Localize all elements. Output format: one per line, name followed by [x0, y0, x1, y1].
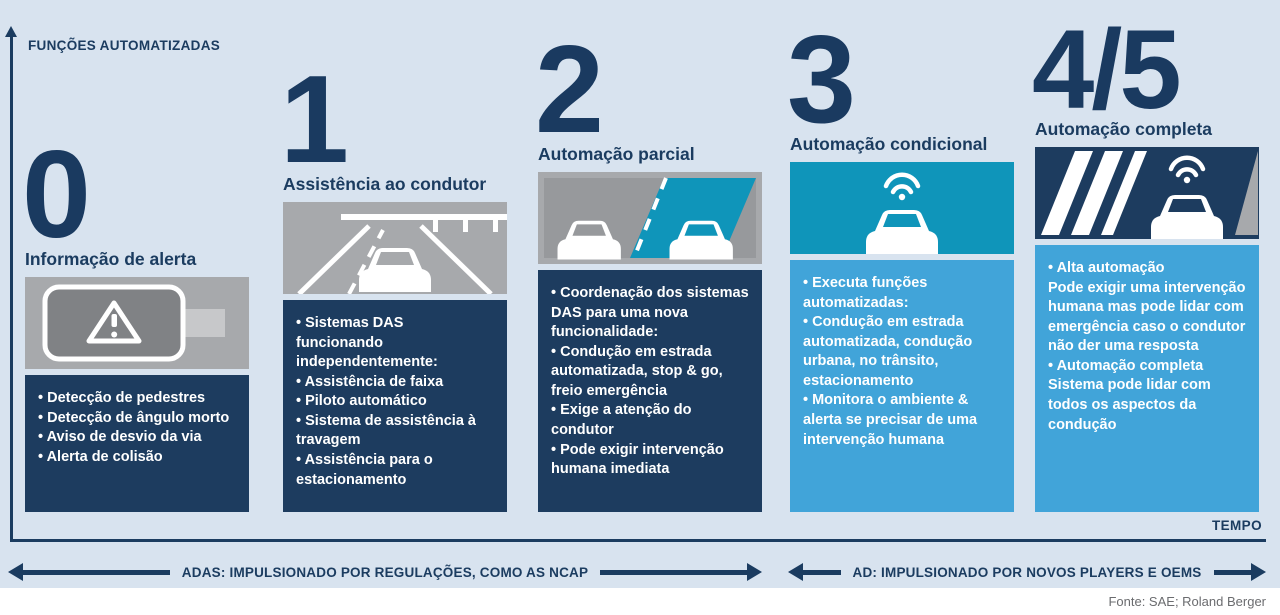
level-image: [1035, 147, 1259, 239]
y-axis-arrow-icon: [5, 26, 17, 37]
level-image: [25, 277, 249, 369]
bullet-item: • Assistência de faixa: [296, 373, 444, 390]
bullet-item: • Sistemas DAS funcionando independentem…: [296, 315, 438, 371]
bullet-item: • Aviso de desvio da via: [38, 429, 202, 446]
bullet-item: • Exige a atenção do condutor: [551, 402, 692, 438]
level-title: Automação parcial: [538, 144, 695, 164]
adas-range-label: ADAS: IMPULSIONADO POR REGULAÇÕES, COMO …: [181, 564, 589, 580]
y-axis-label: FUNÇÕES AUTOMATIZADAS: [28, 38, 221, 53]
arrow-line: [600, 569, 748, 575]
x-axis: [10, 539, 1266, 542]
side-mirror-warning-icon: [25, 277, 249, 369]
car-on-road-icon: [283, 202, 507, 294]
level-column-0: 0 Informação de alerta • Detecção de ped…: [22, 0, 249, 512]
bullet-item: • Condução em estrada automatizada, cond…: [803, 314, 973, 389]
source-bar: Fonte: SAE; Roland Berger: [0, 588, 1280, 615]
level-title: Informação de alerta: [25, 249, 197, 269]
bullet-item: • Executa funções automatizadas:: [803, 275, 928, 311]
bullet-item: • Detecção de pedestres: [38, 390, 206, 406]
bullet-item: • Condução em estrada automatizada, stop…: [551, 343, 723, 399]
level-title: Automação condicional: [790, 134, 988, 154]
level-image: [283, 202, 507, 294]
arrow-line: [803, 569, 841, 575]
level-number: 3: [787, 10, 856, 149]
level-number: 0: [22, 125, 91, 264]
level-column-3: 3 Automação condicional • Executa funçõe…: [787, 0, 1014, 512]
bullet-item: • Automação completa Sistema pode lidar …: [1048, 357, 1211, 433]
autonomous-car-road-icon: [1035, 147, 1259, 239]
ad-range-arrow: AD: IMPULSIONADO POR NOVOS PLAYERS E OEM…: [788, 563, 1266, 581]
arrow-left-icon: [788, 563, 803, 581]
bullet-item: • Assistência para o estacionamento: [296, 451, 433, 488]
level-number: 1: [280, 50, 349, 189]
source-text: Fonte: SAE; Roland Berger: [1108, 594, 1266, 609]
bullet-item: • Sistema de assistência à travagem: [296, 412, 476, 449]
two-cars-lane-icon: [538, 172, 762, 264]
level-details: • Executa funções automatizadas: • Condu…: [790, 260, 1014, 512]
x-axis-label: TEMPO: [1211, 518, 1262, 533]
level-details: • Sistemas DAS funcionando independentem…: [283, 300, 507, 512]
level-details: • Coordenação dos sistemas DAS para uma …: [538, 270, 762, 512]
level-image: [790, 162, 1014, 254]
level-details: • Alta automação Pode exigir uma interve…: [1035, 245, 1259, 512]
level-number: 2: [535, 20, 604, 159]
arrow-left-icon: [8, 563, 23, 581]
arrow-line: [23, 569, 170, 575]
level-number: 4/5: [1032, 7, 1182, 133]
arrow-right-icon: [747, 563, 763, 581]
level-column-1: 1 Assistência ao condutor • Sistemas DAS…: [280, 0, 507, 512]
connected-car-icon: [790, 162, 1014, 254]
level-column-2: 2 Automação parcial • Coordenação dos si…: [535, 0, 762, 512]
adas-range-arrow: ADAS: IMPULSIONADO POR REGULAÇÕES, COMO …: [8, 563, 763, 581]
level-image: [538, 172, 762, 264]
level-details: • Detecção de pedestres • Detecção de ân…: [25, 375, 249, 512]
bullet-item: • Pode exigir intervenção humana imediat…: [551, 441, 724, 478]
bullet-item: • Monitora o ambiente & alerta se precis…: [803, 392, 978, 448]
level-title: Automação completa: [1035, 119, 1212, 139]
level-title: Assistência ao condutor: [283, 174, 487, 194]
ad-range-label: AD: IMPULSIONADO POR NOVOS PLAYERS E OEM…: [852, 564, 1202, 580]
bullet-item: • Alerta de colisão: [38, 448, 163, 465]
level-column-4-5: 4/5 Automação completa • Alta automação …: [1032, 0, 1259, 512]
bullet-item: • Piloto automático: [296, 393, 427, 410]
bullet-item: • Coordenação dos sistemas DAS para uma …: [551, 285, 749, 341]
y-axis: [5, 26, 17, 540]
arrow-right-icon: [1251, 563, 1266, 581]
bullet-item: • Alta automação Pode exigir uma interve…: [1048, 260, 1246, 355]
arrow-line: [1213, 569, 1251, 575]
bullet-item: • Detecção de ângulo morto: [38, 409, 230, 426]
